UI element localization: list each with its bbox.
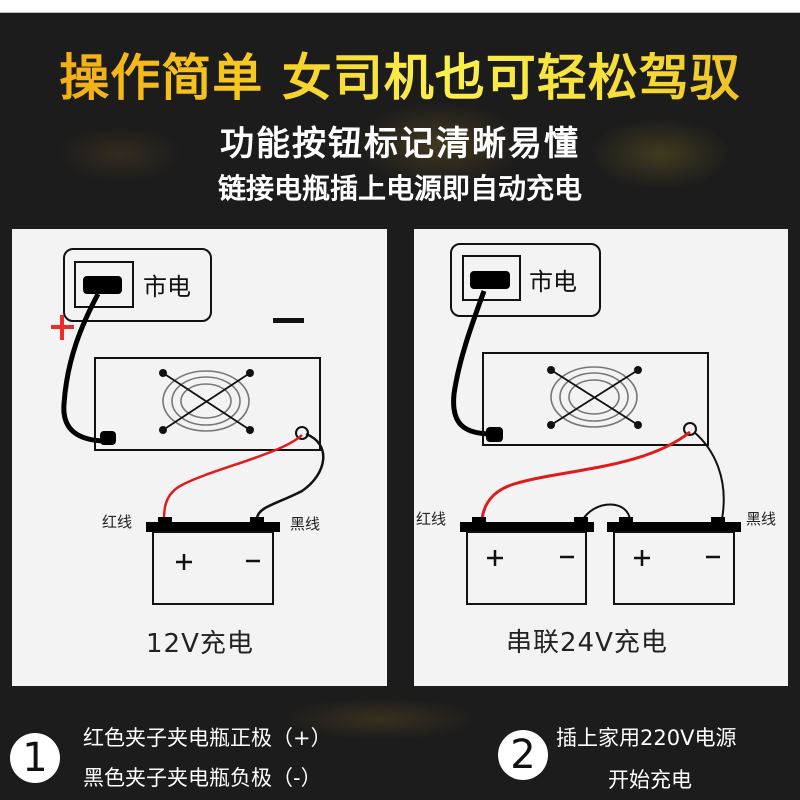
black-wire-label: 黑线 — [746, 510, 777, 528]
red-wire — [162, 434, 303, 520]
output-terminal-icon — [683, 422, 697, 436]
battery-1-icon — [460, 517, 594, 605]
diagram-24v-panel: 市电 红线 黑线 串联24V充电 — [414, 229, 788, 686]
plug-icon — [83, 276, 122, 294]
diagram-12v-illustration — [51, 248, 325, 605]
mains-label: 市电 — [143, 273, 191, 301]
red-wire — [480, 430, 691, 520]
black-wire — [693, 431, 725, 520]
series-link-wire — [581, 503, 631, 522]
charger-box-icon — [94, 357, 321, 451]
caption-12v: 12V充电 — [146, 629, 254, 659]
top-strip — [0, 0, 800, 13]
step-2-line-1: 插上家用220V电源 — [556, 726, 737, 750]
subtitle: 功能按钮标记清晰易懂 — [220, 124, 580, 164]
fan-icon — [550, 366, 638, 428]
black-wire-label: 黑线 — [290, 515, 321, 533]
step-2-line-2: 开始充电 — [608, 768, 692, 792]
caption-24v: 串联24V充电 — [506, 628, 668, 658]
power-cable — [451, 290, 493, 437]
output-terminal-icon — [295, 426, 309, 440]
fan-icon — [162, 370, 250, 432]
battery-icon — [146, 517, 280, 605]
step-number-2: 2 — [498, 730, 548, 780]
red-wire-label: 红线 — [416, 510, 447, 528]
step-1-line-1: 红色夹子夹电瓶正极（+） — [83, 726, 332, 750]
headline: 操作简单 女司机也可轻松驾驭 — [0, 46, 800, 110]
power-cable — [61, 292, 108, 444]
diagram-24v-illustration — [450, 243, 741, 605]
battery-2-icon — [607, 517, 741, 605]
charger-box-icon — [482, 352, 709, 446]
step-1-line-2: 黑色夹子夹电瓶负极（-） — [83, 766, 322, 790]
plug-icon — [470, 271, 510, 289]
minus-icon — [273, 318, 304, 323]
mains-label: 市电 — [529, 268, 577, 296]
step-1: 1 — [10, 733, 60, 783]
mains-socket-icon — [450, 243, 601, 317]
red-wire-label: 红线 — [102, 513, 133, 531]
diagram-12v-panel: 市电 红线 黑线 12V充电 — [12, 229, 387, 686]
step-2: 2 — [498, 730, 548, 780]
mains-socket-icon — [63, 248, 212, 322]
tagline: 链接电瓶插上电源即自动充电 — [217, 172, 582, 205]
step-number-1: 1 — [10, 733, 60, 783]
plus-red-icon — [51, 315, 74, 340]
black-wire — [255, 432, 325, 520]
